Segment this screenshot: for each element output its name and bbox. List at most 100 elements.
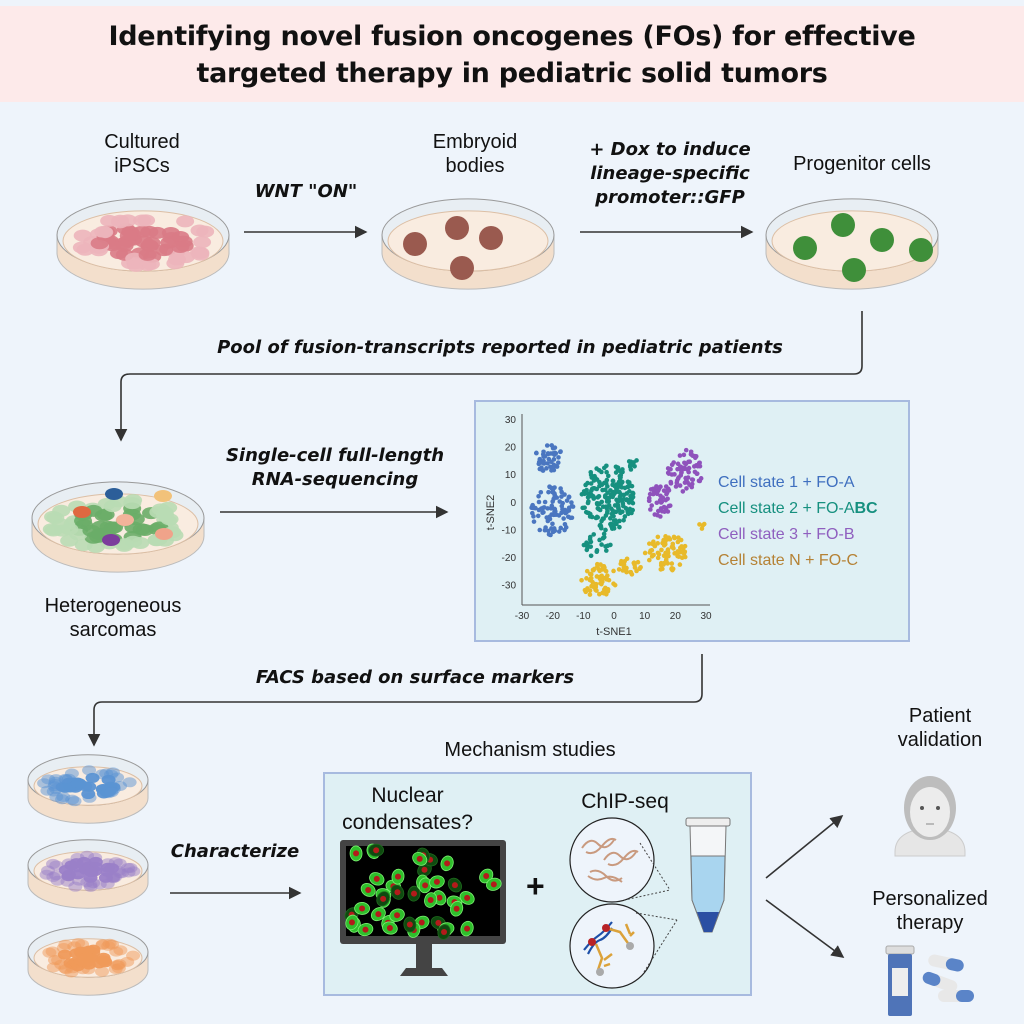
data-point [657, 497, 663, 503]
data-point [559, 489, 564, 495]
data-point [608, 542, 613, 548]
cell [60, 534, 79, 547]
nuclear-condensate [418, 919, 425, 926]
data-point [618, 561, 624, 567]
nuclear-condensate [348, 919, 355, 926]
dish-progenitor [765, 198, 939, 290]
y-tick-label: -30 [502, 581, 517, 592]
x-axis-label: t-SNE1 [596, 626, 631, 638]
label-therapy-line1: Personalized [872, 888, 988, 910]
step-scrna-line1: Single-cell full-length [225, 445, 445, 466]
cell [123, 862, 138, 873]
data-point [663, 497, 669, 503]
data-point [677, 483, 683, 488]
cell [138, 248, 157, 261]
nuclear-condensate [353, 850, 360, 857]
data-point [545, 461, 550, 466]
cell [115, 239, 134, 252]
cell [190, 224, 209, 237]
cell [58, 782, 73, 793]
x-tick-label: 10 [639, 611, 651, 622]
data-point [647, 557, 652, 563]
nuclear-condensate [375, 911, 382, 918]
cell [193, 236, 212, 249]
y-tick-label: 20 [505, 443, 517, 454]
data-point [689, 452, 695, 458]
nuclear-condensate [444, 860, 451, 867]
plus-sign: + [526, 868, 545, 904]
data-point [666, 471, 672, 476]
data-point [630, 507, 635, 513]
distinct-cell [105, 488, 123, 500]
data-point [699, 526, 705, 531]
data-point [663, 550, 668, 556]
label-embryoid-line1: Embryoid [432, 131, 518, 153]
cell-aggregate [870, 228, 894, 252]
data-point [669, 561, 675, 566]
data-point [535, 513, 541, 519]
data-point [594, 486, 600, 492]
data-point [686, 469, 691, 475]
series-2 [579, 458, 639, 559]
data-point [603, 544, 608, 549]
dish-sorted-purple [27, 839, 149, 909]
cell [88, 856, 103, 867]
data-point [586, 499, 591, 504]
data-point [609, 526, 615, 531]
data-point [635, 559, 641, 565]
data-point [646, 498, 652, 503]
data-point [650, 491, 656, 497]
data-point [585, 586, 590, 591]
label-sarcomas: Heterogeneous sarcomas [38, 594, 188, 642]
data-point [677, 453, 683, 458]
sample-tube-icon [685, 817, 731, 933]
data-point [666, 553, 671, 559]
data-point [570, 504, 576, 509]
nuclear-condensate [394, 912, 401, 919]
dish-ipsc [56, 198, 230, 290]
series-3 [646, 447, 704, 519]
legend-item-4: Cell state N + FO-C [718, 548, 878, 574]
legend-label: Cell state 3 + FO-B [718, 526, 855, 543]
y-tick-label: -10 [502, 525, 517, 536]
data-point [550, 521, 555, 527]
data-point [619, 485, 625, 490]
tsne-panel [474, 400, 910, 642]
data-point [604, 463, 609, 469]
legend-item-1: Cell state 1 + FO-A [718, 470, 878, 496]
data-point [538, 489, 544, 495]
label-nuclear-condensates: Nuclear condensates? [340, 782, 475, 836]
data-point [564, 498, 570, 503]
cell [141, 258, 160, 271]
data-point [618, 472, 624, 478]
cell [58, 939, 73, 950]
data-point [611, 491, 617, 497]
distinct-cell [73, 506, 91, 518]
cell [98, 957, 113, 968]
data-point [588, 493, 593, 499]
data-point [667, 467, 672, 472]
data-point [662, 541, 668, 547]
data-point [647, 491, 653, 497]
cell [81, 964, 96, 975]
data-point [549, 459, 554, 465]
step-dox-line3: promoter::GFP [595, 187, 745, 208]
cell [140, 225, 159, 238]
data-point [637, 566, 642, 572]
data-point [593, 581, 599, 587]
cell [171, 240, 190, 253]
data-point [597, 568, 603, 574]
data-point [677, 562, 683, 567]
label-therapy-line2: therapy [896, 912, 964, 934]
data-point [579, 578, 584, 583]
data-point [592, 566, 597, 572]
data-point [587, 534, 593, 540]
data-point [659, 547, 664, 553]
nuclear-condensate [359, 905, 366, 912]
data-point [664, 490, 670, 495]
data-point [552, 512, 558, 517]
data-point [606, 473, 611, 479]
data-point [612, 522, 617, 527]
data-point [608, 521, 613, 527]
x-tick-label: 30 [700, 611, 712, 622]
